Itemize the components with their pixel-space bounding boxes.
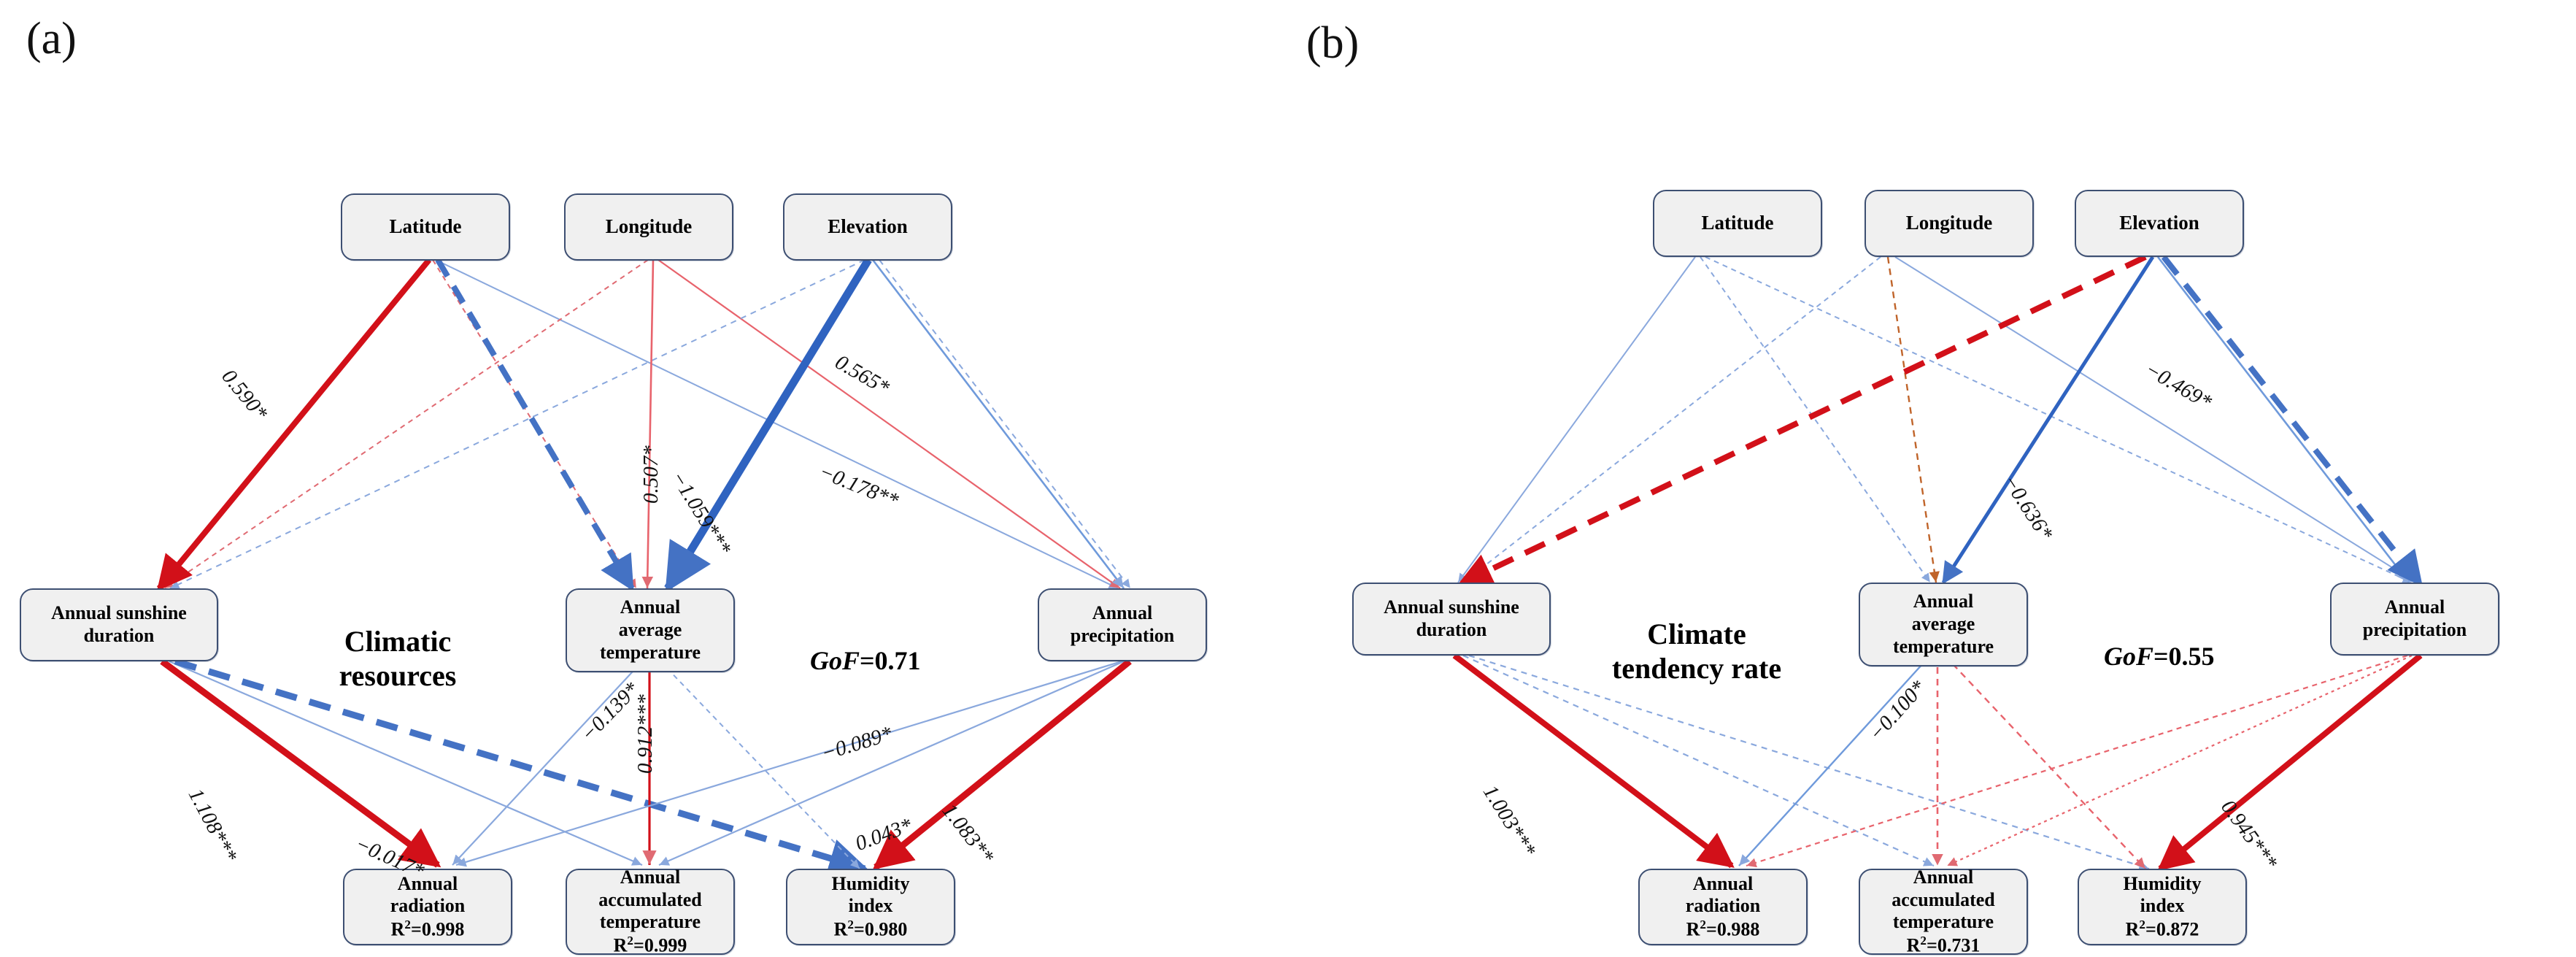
edge-sunshine-humidity-b [1468,654,2150,871]
gof-a-prefix: GoF [810,646,860,675]
edge-label-avgtemp-radiation-b: −0.100* [1864,676,1931,746]
edge-lat-avgtemp [432,259,637,589]
construct-title-a: Climatic resources [339,625,457,693]
edge-label-elev-precip: 0.565* [831,350,894,400]
node-elevation[interactable]: Elevation [783,193,952,261]
edge-elev-precip-dashed-b [2161,255,2423,587]
edge-label-avgtemp-accum: 0.912*** [633,694,657,774]
edge-avgtemp-radiation-b [1738,655,1931,866]
edge-lon-precip-b [1894,256,2417,583]
panel-a-label: (a) [26,14,77,64]
node-latitude-b-label: Latitude [1701,212,1774,234]
panel-b: (b) [1288,0,2576,956]
edge-lon-sunshine [163,259,649,589]
node-elevation-label: Elevation [828,215,908,238]
edge-label-precip-humidity: 1.083** [937,799,999,868]
edge-avgtemp-humidity-b [1944,655,2146,869]
edge-sunshine-radiation-b [1452,653,1735,869]
edge-lat-avgtemp-strong [435,258,635,592]
edge-precip-humidity-b [2157,653,2423,872]
edge-label-elev-precip-b: −0.469* [2141,358,2216,415]
edge-avgtemp-humidity [660,661,860,869]
node-longitude-label: Longitude [605,215,693,238]
edge-label-precip-radiation: −0.089* [819,721,895,766]
edge-lat-sunshine-b [1457,256,1696,583]
edge-label-lat-sunshine: 0.590* [217,365,272,425]
edge-precip-radiation-b [1746,654,2408,868]
edge-elev-precip-b [2156,256,2410,583]
edge-lat-sunshine [156,258,432,591]
edge-label-elev-precip-neg: −0.178** [816,460,902,513]
node-longitude-b-label: Longitude [1905,212,1993,234]
edge-elev-precip-dashed [879,259,1131,589]
node-latitude-label: Latitude [389,215,462,238]
edge-label-precip-humidity-b: 0.945*** [2216,796,2282,874]
edge-precip-radiation [455,660,1122,867]
node-longitude[interactable]: Longitude [564,193,733,261]
edge-sunshine-accum-b [1462,654,1935,867]
panel-a: (a) [0,0,1288,956]
edge-lat-precip-b [1705,256,2413,583]
gof-b-prefix: GoF [2104,642,2154,671]
edge-lon-sunshine-b [1462,256,1881,583]
panel-b-label: (b) [1306,18,1360,68]
edge-elev-precip [871,259,1125,589]
construct-title-b: Climate tendency rate [1611,618,1782,685]
edge-elev-avgtemp [664,258,872,593]
gof-b-value: =0.55 [2153,642,2215,671]
node-latitude[interactable]: Latitude [341,193,510,261]
node-longitude-b[interactable]: Longitude [1864,190,2034,257]
edge-lat-avgtemp-b [1700,256,1931,583]
edge-precip-accum-b [1946,654,2413,867]
edge-lon-avgtemp [641,259,655,589]
gof-a: GoF=0.71 [810,645,921,676]
edge-label-precip-accum: 0.043* [852,813,915,856]
node-elevation-b-label: Elevation [2119,212,2199,234]
node-elevation-b[interactable]: Elevation [2075,190,2244,257]
edge-sunshine-humidity [174,658,869,877]
node-latitude-b[interactable]: Latitude [1653,190,1822,257]
panel-b-edges [1452,254,2423,872]
edge-label-lon-avgtemp: 0.507* [639,445,663,504]
edge-elev-sunshine [169,259,865,589]
gof-a-value: =0.71 [860,646,921,675]
edge-lat-precip [435,259,1119,589]
gof-b: GoF=0.55 [2104,641,2215,672]
edge-label-elev-avgtemp-b: −0.636* [1998,471,2058,545]
edge-lon-avgtemp-b [1886,256,1940,583]
edge-label-sunshine-radiation-b: 1.003*** [1478,781,1540,861]
edge-label-sunshine-radiation: 1.108*** [183,785,242,866]
edge-label-elev-avgtemp: −1.059*** [666,467,736,559]
